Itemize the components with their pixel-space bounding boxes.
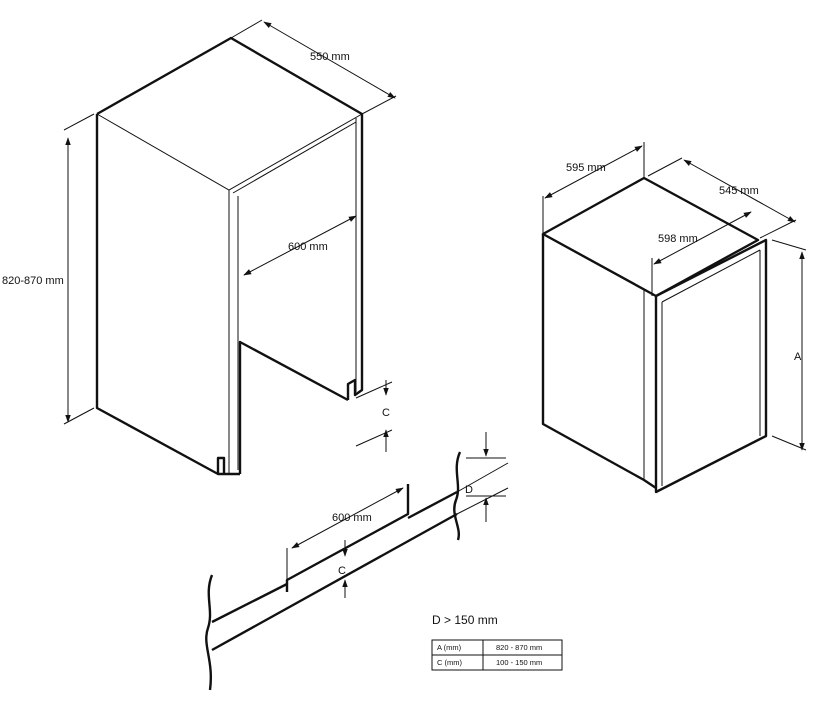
label-c-plinth: C [338, 565, 346, 577]
dimension-niche-depth: 550 mm [230, 19, 397, 115]
niche-cabinet [95, 36, 364, 476]
label-c-niche: C [382, 407, 390, 419]
dimension-appliance-width: 595 mm [542, 142, 645, 234]
label-600mm-niche: 600 mm [288, 241, 328, 253]
plinth-detail [205, 451, 509, 691]
dimension-niche-height: 820-870 mm [2, 113, 95, 425]
label-a: A [794, 351, 802, 363]
dimension-plinth-cutout: 600 mm [291, 487, 404, 549]
label-595mm: 595 mm [566, 162, 606, 174]
label-820-870mm: 820-870 mm [2, 275, 64, 287]
spec-table: A (mm) 820 - 870 mm C (mm) 100 - 150 mm [431, 639, 563, 671]
label-d: D [465, 484, 473, 496]
table-row-c-value: 100 - 150 mm [496, 658, 542, 667]
label-600mm-plinth: 600 mm [332, 512, 372, 524]
dimension-plinth-cutout-gap: C [338, 540, 348, 598]
condition-text: D > 150 mm [432, 613, 498, 627]
appliance-box [541, 176, 768, 494]
dimension-door-width: 598 mm [651, 211, 752, 296]
table-row-a-label: A (mm) [437, 643, 462, 652]
label-545mm: 545 mm [719, 185, 759, 197]
label-598mm: 598 mm [658, 233, 698, 245]
label-550mm: 550 mm [310, 51, 350, 63]
dimension-appliance-height: A [771, 239, 807, 451]
dimension-niche-width: 600 mm [243, 215, 357, 276]
table-row-a-value: 820 - 870 mm [496, 643, 542, 652]
table-row-c-label: C (mm) [437, 658, 462, 667]
dimension-plinth-depth: D [465, 432, 506, 522]
dimension-plinth-gap: C [355, 380, 393, 452]
dimension-appliance-depth: 545 mm [647, 157, 797, 239]
